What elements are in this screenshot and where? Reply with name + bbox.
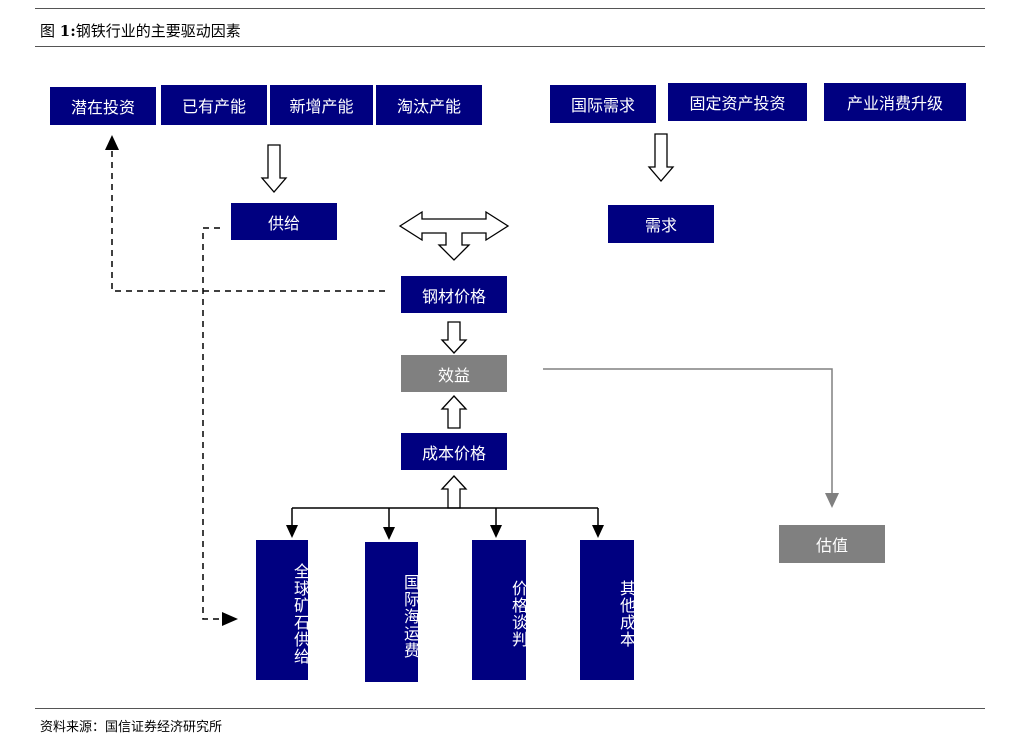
cost-factor-shipping-fee: 国际海运费 — [365, 542, 420, 682]
demand-factor-international: 国际需求 — [550, 85, 656, 123]
source-note: 资料来源：国信证券经济研究所 — [40, 720, 223, 735]
figure-caption: 图 1:钢铁行业的主要驱动因素 — [40, 20, 241, 41]
hollow-arrow-price-to-profit — [440, 321, 468, 354]
hollow-arrow-cost-to-profit — [440, 395, 468, 429]
demand-factor-consumption-upgrade: 产业消费升级 — [824, 83, 966, 121]
supply-factor-eliminated-capacity: 淘汰产能 — [376, 85, 482, 125]
hollow-arrow-to-demand — [647, 133, 675, 182]
hollow-arrow-tree-to-cost — [440, 475, 468, 509]
caption-rule — [35, 46, 985, 47]
footer-rule — [35, 708, 985, 709]
caption-title: 钢铁行业的主要驱动因素 — [75, 22, 241, 40]
caption-number: 1: — [59, 22, 76, 40]
supply-factor-new-capacity: 新增产能 — [270, 85, 373, 125]
demand-factor-fixed-asset-investment: 固定资产投资 — [668, 83, 807, 121]
cost-price-node: 成本价格 — [401, 433, 507, 470]
supply-factor-existing-capacity: 已有产能 — [161, 85, 267, 125]
top-rule — [35, 8, 985, 9]
steel-price-node: 钢材价格 — [401, 276, 507, 313]
supply-node: 供给 — [231, 203, 337, 240]
cost-factor-other-costs: 其他成本 — [580, 540, 636, 680]
profit-node: 效益 — [401, 355, 507, 392]
cost-factor-global-ore-supply: 全球矿石供给 — [256, 540, 310, 680]
valuation-node: 估值 — [779, 525, 885, 563]
cost-factor-price-negotiation: 价格谈判 — [472, 540, 528, 680]
hollow-arrow-to-supply — [260, 144, 288, 193]
caption-prefix: 图 — [40, 22, 60, 40]
demand-node: 需求 — [608, 205, 714, 243]
supply-factor-potential-investment: 潜在投资 — [50, 87, 156, 125]
three-way-arrow — [398, 210, 510, 261]
